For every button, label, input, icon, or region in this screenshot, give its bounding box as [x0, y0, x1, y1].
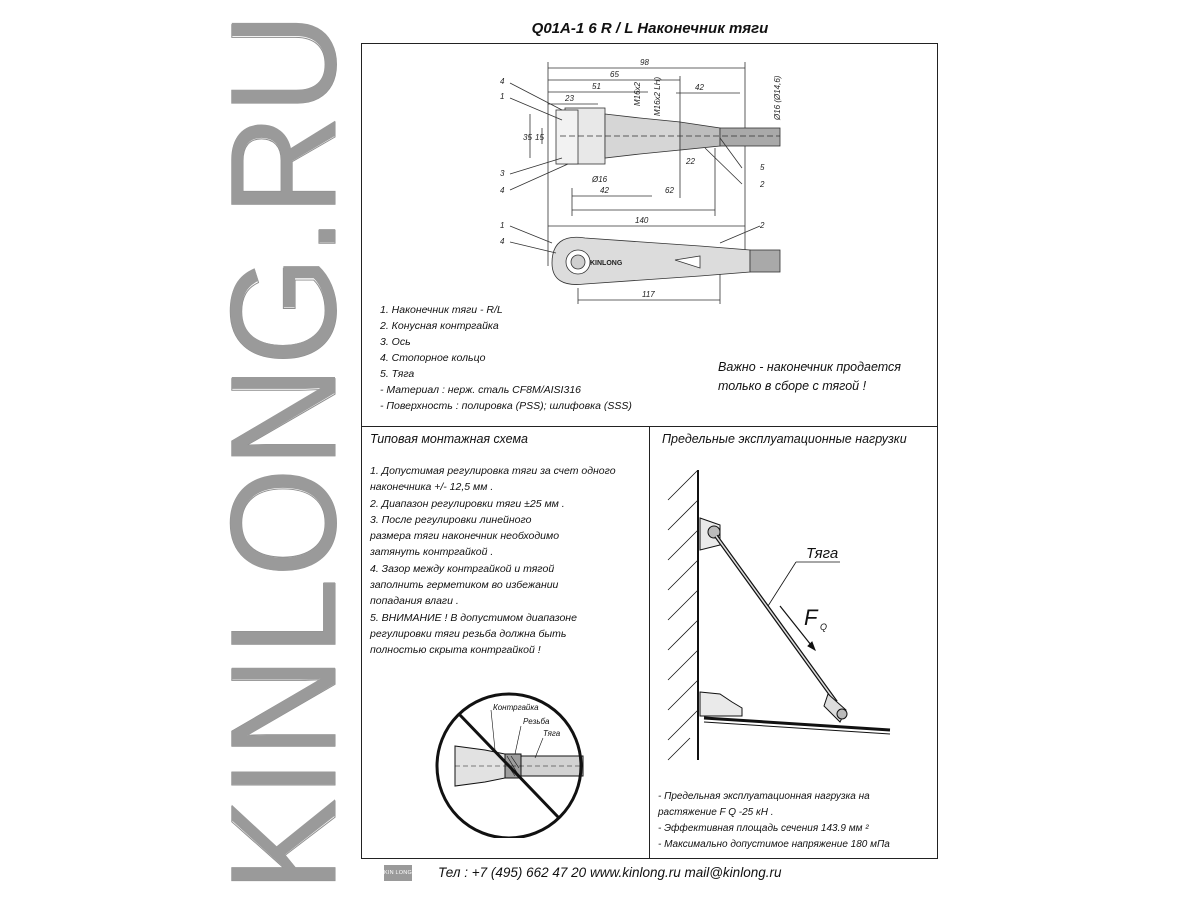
dim-15: 15 — [535, 133, 544, 142]
dim-51: 51 — [592, 82, 601, 91]
contact-line[interactable]: Тел : +7 (495) 662 47 20 www.kinlong.ru … — [438, 865, 782, 880]
surface-note: - Поверхность : полировка (PSS); шлифовк… — [380, 400, 632, 412]
callout-4-side: 4 — [500, 237, 505, 246]
material-note: - Материал : нерж. сталь CF8M/AISI316 — [380, 384, 581, 396]
limit-line: растяжение F Q -25 кН . — [658, 807, 774, 818]
step-line: 1. Допустимая регулировка тяги за счет о… — [370, 465, 616, 477]
dim-rod-dia: Ø16 (Ø14,6) — [773, 75, 782, 121]
callout-2-side: 2 — [759, 221, 765, 230]
dim-62: 62 — [665, 186, 674, 195]
dim-m16: M16x2 — [633, 81, 642, 106]
part-4: 4. Стопорное кольцо — [380, 352, 486, 364]
loads-diagram: Тяга F Q — [667, 470, 891, 761]
step-line: наконечника +/- 12,5 мм . — [370, 481, 494, 494]
rod-label-large: Тяга — [806, 545, 838, 562]
watermark-text: KINLONG.RU — [199, 12, 360, 892]
brand-watermark: KINLONG.RU KINLONG.RU — [199, 12, 361, 893]
drawing-logo: KINLONG — [590, 260, 623, 267]
part-3: 3. Ось — [380, 336, 411, 348]
step-line: регулировки тяги резьба должна быть — [370, 627, 567, 640]
callout-2: 2 — [759, 180, 765, 189]
step-line: размера тяги наконечник необходимо — [370, 530, 560, 543]
callout-5: 5 — [760, 163, 765, 172]
callout-1-side: 1 — [500, 221, 504, 230]
callout-4-lower: 4 — [500, 186, 505, 195]
dim-117: 117 — [642, 290, 655, 299]
force-subscript: Q — [820, 622, 827, 632]
important-note: Важно - наконечник продается только в сб… — [718, 358, 901, 396]
section-divider-vertical — [649, 426, 650, 859]
force-symbol: F — [804, 605, 819, 630]
parts-list: 1. Наконечник тяги - R/L 2. Конусная кон… — [380, 302, 632, 414]
kinlong-logo: KIN LONG — [384, 865, 412, 881]
step-line: 4. Зазор между контргайкой и тягой — [370, 562, 555, 575]
limit-line: - Максимально допустимое напряжение 180 … — [658, 839, 890, 850]
load-limits: - Предельная эксплуатационная нагрузка н… — [658, 789, 933, 853]
watermark-fill: KINLONG.RU — [199, 12, 360, 892]
step-line: полностью скрыта контргайкой ! — [370, 644, 541, 657]
document-title: Q01A-1 6 R / L Наконечник тяги — [531, 20, 769, 37]
dim-98: 98 — [640, 58, 649, 67]
step-line: 2. Диапазон регулировки тяги ±25 мм . — [370, 497, 565, 510]
thread-label: Резьба — [523, 717, 550, 726]
callout-3: 3 — [500, 169, 505, 178]
prohibited-diagram: Контргайка Резьба Тяга — [435, 692, 584, 838]
loads-title: Предельные эксплуатационные нагрузки — [662, 432, 907, 446]
part-1: 1. Наконечник тяги - R/L — [380, 304, 503, 316]
step-line: 3. После регулировки линейного — [370, 513, 532, 526]
part-5: 5. Тяга — [380, 368, 415, 380]
mounting-title: Типовая монтажная схема — [370, 432, 528, 446]
dim-23: 23 — [564, 94, 574, 103]
step-line: попадания влаги . — [370, 595, 459, 608]
callout-4: 4 — [500, 77, 505, 86]
dim-65: 65 — [610, 70, 619, 79]
callout-1: 1 — [500, 92, 504, 101]
dim-35: 35 — [523, 133, 532, 142]
locknut-label: Контргайка — [493, 703, 539, 712]
dim-42-bottom: 42 — [600, 186, 609, 195]
step-line: 5. ВНИМАНИЕ ! В допустимом диапазоне — [370, 611, 577, 624]
technical-drawing: 98 65 51 23 42 35 15 Ø16 42 62 140 22 11… — [500, 58, 782, 304]
dim-140: 140 — [635, 216, 649, 225]
step-line: заполнить герметиком во избежании — [370, 579, 559, 592]
rod-label: Тяга — [543, 729, 561, 738]
dim-m16-lh: M16x2 LH) — [653, 77, 662, 116]
limit-line: - Эффективная площадь сечения 143.9 мм ² — [658, 823, 869, 834]
limit-line: - Предельная эксплуатационная нагрузка н… — [658, 791, 870, 802]
important-line-1: Важно - наконечник продается — [718, 360, 901, 374]
part-2: 2. Конусная контргайка — [380, 320, 499, 332]
step-line: затянуть контргайкой . — [370, 546, 494, 559]
important-line-2: только в сборе с тягой ! — [718, 379, 867, 393]
dim-22: 22 — [685, 157, 695, 166]
mounting-steps: 1. Допустимая регулировка тяги за счет о… — [370, 463, 640, 659]
dim-42-top: 42 — [695, 83, 704, 92]
dim-dia-16: Ø16 — [591, 175, 608, 184]
